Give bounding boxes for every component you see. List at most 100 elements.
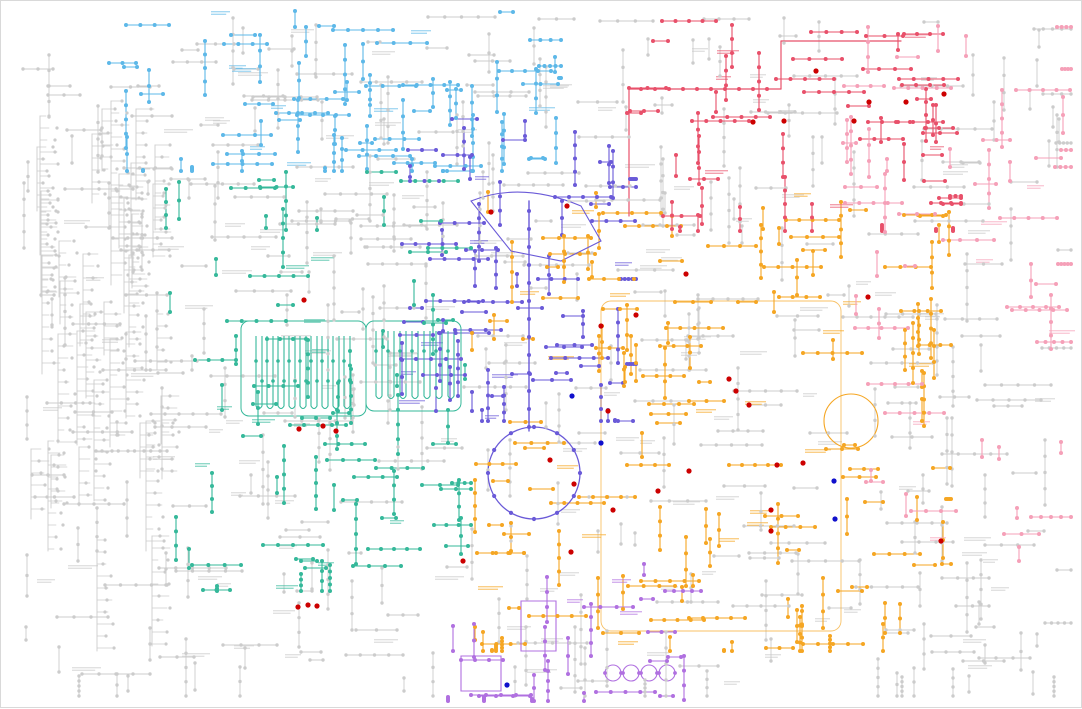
carbohydrate-compound-node [597,364,601,368]
pathway-label [198,579,217,580]
nucleotide-compound-node [839,255,843,259]
nucleotide-compound-node [800,636,804,640]
pink-compound-node [1044,305,1048,309]
carbohydrate-compound-node [523,134,527,138]
compound-node [978,317,981,320]
pink-compound-node [904,492,908,496]
amino-compound-node [335,434,339,438]
compound-node [344,653,347,656]
nucleotide-pathway-label [696,412,712,413]
amino-compound-node [422,321,426,325]
compound-node [983,543,986,546]
carbohydrate-compound-node [611,149,615,153]
amino-compound-node [278,337,282,341]
compound-node [140,191,143,194]
pink-compound-node [913,411,917,415]
compound-node [213,184,216,187]
pink-compound-node [867,159,871,163]
nucleotide-pathway-label [794,196,808,197]
compound-node [616,19,619,22]
compound-node [125,111,128,114]
compound-node [740,224,743,227]
amino-compound-node [291,185,295,189]
compound-node [187,425,190,428]
compound-node [1009,258,1012,261]
compound-node [646,53,649,56]
amino-compound-node [239,563,243,567]
compound-node [22,246,25,249]
carbohydrate-compound-node [623,277,627,281]
lipid-compound-node [401,114,405,118]
glycan-compound-node [670,214,674,218]
compound-node [621,66,624,69]
compound-node [89,615,92,618]
compound-node [796,552,799,555]
pink-compound-node [866,40,870,44]
nucleotide-compound-node [587,277,591,281]
lipid-compound-node [296,124,300,128]
compound-node [132,268,135,271]
compound-node [945,449,948,452]
carbohydrate-compound-node [510,372,514,376]
compound-node [609,361,612,364]
glycan-compound-node [864,34,868,38]
compound-node [659,162,662,165]
pathway-label [724,681,740,682]
compound-node [92,365,95,368]
pathway-label [64,220,90,221]
compound-node [833,107,836,110]
compound-node [920,139,923,142]
amino-compound-node [328,576,332,580]
amino-compound-node [349,408,353,412]
compound-node [144,161,147,164]
compound-node [45,169,48,172]
carbohydrate-compound-node [567,195,571,199]
carbohydrate-compound-node [523,119,527,123]
compound-node [532,26,535,29]
lipid-compound-node [331,28,335,32]
compound-node [25,437,28,440]
amino-compound-node [284,185,288,189]
carbohydrate-compound-node [563,356,567,360]
pathway-label [800,307,828,308]
nucleotide-compound-node [903,355,907,359]
nucleotide-compound-node [762,265,766,269]
compound-node [392,249,395,252]
compound-node [120,336,123,339]
compound-node [151,419,154,422]
pathway-label [560,575,575,576]
amino-compound-node [382,209,386,213]
compound-node [624,128,627,131]
compound-node [817,35,820,38]
nucleotide-pathway-label [582,537,601,538]
compound-node [424,282,427,285]
compound-node [852,166,855,169]
amino-compound-node [261,543,265,547]
compound-node [74,440,77,443]
amino-compound-node [466,544,470,548]
compound-node [46,473,49,476]
compound-node [585,199,588,202]
compound-node [223,366,226,369]
carbohydrate-compound-node [486,419,490,423]
compound-node [77,689,80,692]
compound-node [573,674,576,677]
compound-node [790,559,793,562]
compound-node [778,34,781,37]
compound-node [1009,224,1012,227]
nucleotide-frame [601,301,841,631]
nucleotide-compound-node [828,634,832,638]
amino-compound-node [396,393,400,397]
compound-node [120,123,123,126]
carbohydrate-compound-node [599,419,603,423]
compound-node [82,353,85,356]
compound-node [736,397,739,400]
compound-node [402,689,405,692]
nucleotide-compound-node [709,300,713,304]
lipid-compound-node [259,143,263,147]
compound-node [368,187,371,190]
compound-node [587,263,590,266]
nucleotide-compound-node [846,642,850,646]
compound-node [696,293,699,296]
compound-node [53,495,56,498]
